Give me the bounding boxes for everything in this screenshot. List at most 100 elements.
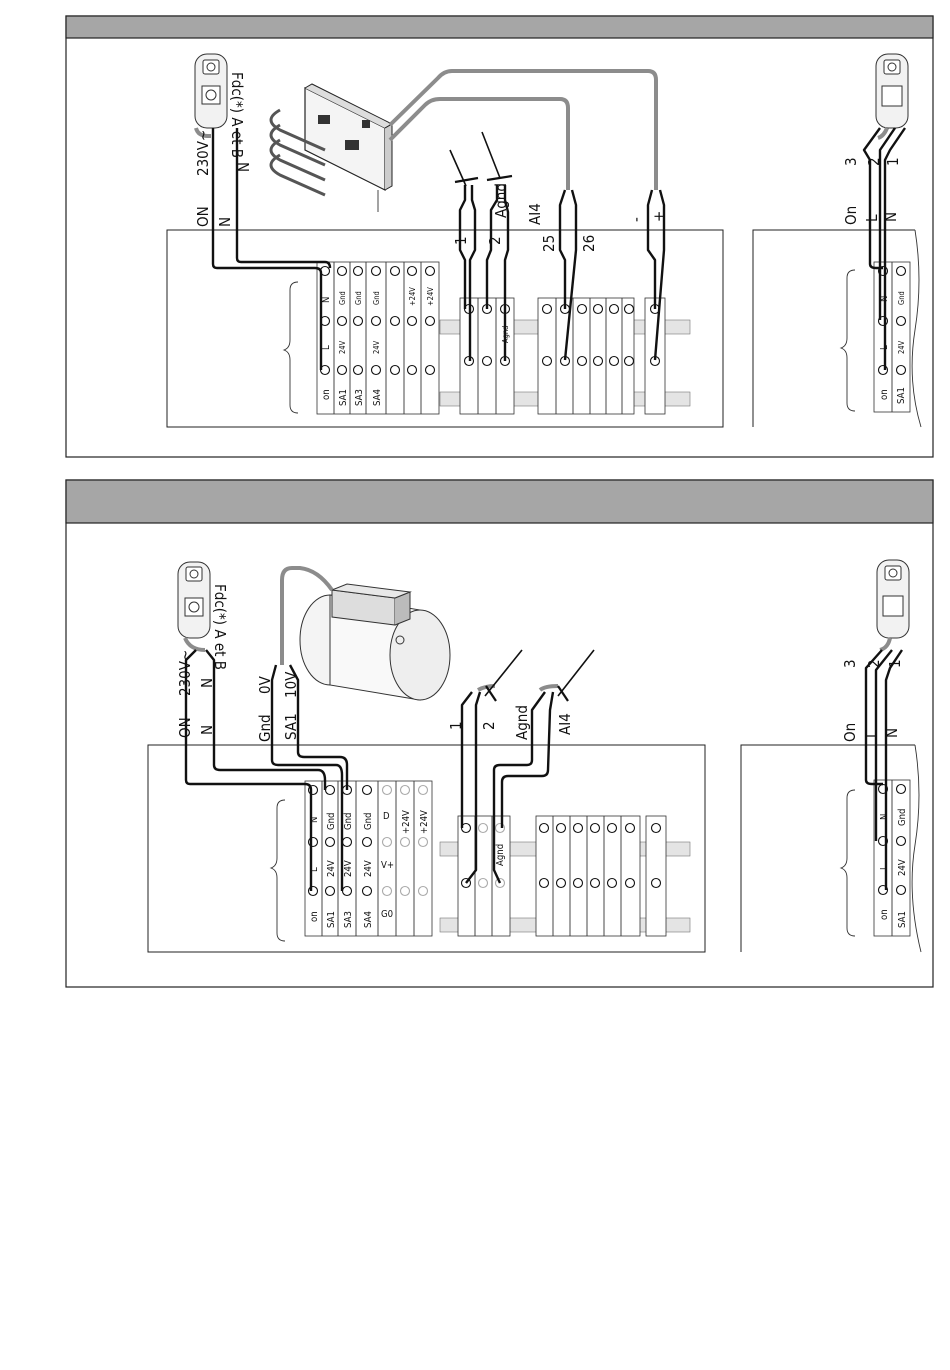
bottom-right-term-on: on <box>879 909 890 920</box>
top-sig-1: 1 <box>452 236 470 245</box>
bottom-agnd-small: Agnd <box>495 844 506 866</box>
top-term-24v-a: 24V <box>338 340 347 354</box>
bottom-term-24v-1: +24V <box>401 810 412 834</box>
bottom-valve-0v: 0V <box>256 675 274 694</box>
bottom-right-sensor-cable <box>880 638 890 650</box>
top-terminal-block: N Gnd Gnd Gnd +24V +24V L 24V 24V on SA1… <box>317 262 439 414</box>
bottom-terminal-block: N Gnd Gnd Gnd D +24V +24V L 24V 24V 24V … <box>305 781 432 936</box>
top-sensor-label: Fdc(*) A et B <box>228 72 246 158</box>
bottom-term-D: D <box>383 811 390 822</box>
top-term-sa3: SA3 <box>354 389 365 406</box>
top-signal-terminals: Agnd <box>460 298 665 414</box>
top-term-sa4: SA4 <box>372 389 383 406</box>
bottom-term-gnd-1: Gnd <box>326 813 337 830</box>
top-right-break-line <box>912 230 921 427</box>
top-term-sa1: SA1 <box>338 389 349 406</box>
top-right-term-sa1: SA1 <box>896 387 907 404</box>
bottom-term-sa3: SA3 <box>343 911 354 928</box>
bottom-panel: N Gnd Gnd Gnd D +24V +24V L 24V 24V 24V … <box>66 480 933 987</box>
top-right-l: L <box>863 214 881 222</box>
bottom-on-label: ON <box>176 717 194 738</box>
bottom-supply-label: 230V~ <box>176 650 194 696</box>
top-term-N: N <box>321 297 332 303</box>
top-term-gnd-1: Gnd <box>338 291 347 305</box>
top-term-L: L <box>321 345 332 350</box>
bottom-term-gnd-3: Gnd <box>363 813 374 830</box>
bottom-duct-valve <box>300 584 450 700</box>
bottom-right-term-gnd: Gnd <box>897 809 908 826</box>
top-term-gnd-2: Gnd <box>354 291 363 305</box>
top-sig-plus: + <box>650 211 668 222</box>
bottom-right-term-L: L <box>879 865 890 870</box>
bottom-cable-1-lead <box>485 650 522 696</box>
top-cable-2-lead <box>482 132 500 178</box>
bottom-neutral-label: N <box>198 678 216 688</box>
bottom-term-sa1: SA1 <box>326 911 337 928</box>
bottom-right-brace <box>841 790 855 936</box>
top-supply-label: 230V~ <box>194 130 212 176</box>
top-right-2: 2 <box>865 157 883 166</box>
bottom-sensor-label: Fdc(*) A et B <box>211 584 229 670</box>
bottom-sig-1: 1 <box>447 721 465 730</box>
top-n-label: N <box>216 217 234 227</box>
bottom-term-on: on <box>309 911 320 922</box>
bottom-sensor-right <box>877 560 909 638</box>
bottom-right-1: 1 <box>886 659 904 668</box>
bottom-sensor-left <box>178 562 210 638</box>
top-sig-2: 2 <box>486 236 504 245</box>
bottom-right-on: On <box>841 723 859 742</box>
bottom-right-term-24v: 24V <box>897 859 908 876</box>
top-on-label: ON <box>194 206 212 227</box>
bottom-sig-ai4: AI4 <box>556 713 574 735</box>
top-right-3: 3 <box>842 157 860 166</box>
top-term-24v-b: 24V <box>372 340 381 354</box>
bottom-valve-10v: 10V <box>282 671 300 698</box>
top-sig-26: 26 <box>580 235 598 252</box>
top-gray-wire-25 <box>390 99 568 190</box>
bottom-valve-sa1: SA1 <box>282 713 300 740</box>
bottom-term-24v-a: 24V <box>326 860 337 877</box>
top-right-brace <box>841 270 855 411</box>
bottom-term-24v-b: 24V <box>343 860 354 877</box>
bottom-right-break-line <box>912 745 921 952</box>
top-sensor-left <box>195 54 227 128</box>
top-sig-ai4: AI4 <box>526 203 544 225</box>
top-sig-25: 25 <box>540 235 558 252</box>
top-gray-wire-plus <box>390 71 656 190</box>
top-sig-minus: - <box>627 217 645 222</box>
top-heater-device <box>271 84 392 212</box>
top-neutral-label: N <box>234 162 252 172</box>
bottom-n-label: N <box>198 725 216 735</box>
top-sensor-right <box>876 54 908 128</box>
bottom-term-gnd-2: Gnd <box>343 813 354 830</box>
bottom-right-3: 3 <box>841 659 859 668</box>
top-brace <box>284 282 298 413</box>
bottom-sig-2: 2 <box>480 721 498 730</box>
top-panel: N Gnd Gnd Gnd +24V +24V L 24V 24V on SA1… <box>66 16 933 457</box>
bottom-sig-agnd: Agnd <box>513 705 531 740</box>
top-right-term-gnd: Gnd <box>897 291 906 305</box>
bottom-valve-gnd: Gnd <box>256 714 274 742</box>
bottom-brace <box>271 800 285 941</box>
top-right-on: On <box>842 206 860 225</box>
bottom-cable-2-lead <box>558 650 594 696</box>
bottom-sensor-cable <box>185 638 205 650</box>
top-right-1: 1 <box>884 157 902 166</box>
bottom-right-terminals: N Gnd L 24V on SA1 <box>874 780 910 936</box>
bottom-panel-header <box>66 480 933 523</box>
bottom-right-2: 2 <box>865 659 883 668</box>
top-term-24v-1: +24V <box>408 287 417 306</box>
top-term-on: on <box>321 389 332 400</box>
bottom-term-24v-c: 24V <box>363 860 374 877</box>
bottom-term-24v-2: +24V <box>419 810 430 834</box>
top-term-gnd-3: Gnd <box>372 291 381 305</box>
bottom-right-term-sa1: SA1 <box>897 911 908 928</box>
top-right-term-24v: 24V <box>897 340 906 354</box>
bottom-signal-cable-2 <box>540 686 558 690</box>
bottom-signal-terminals: Agnd <box>458 816 666 936</box>
bottom-term-sa4: SA4 <box>363 911 374 928</box>
top-sig-agnd: Agnd <box>492 183 510 218</box>
bottom-term-vplus: V+ <box>381 860 394 871</box>
bottom-right-term-N: N <box>879 814 890 820</box>
